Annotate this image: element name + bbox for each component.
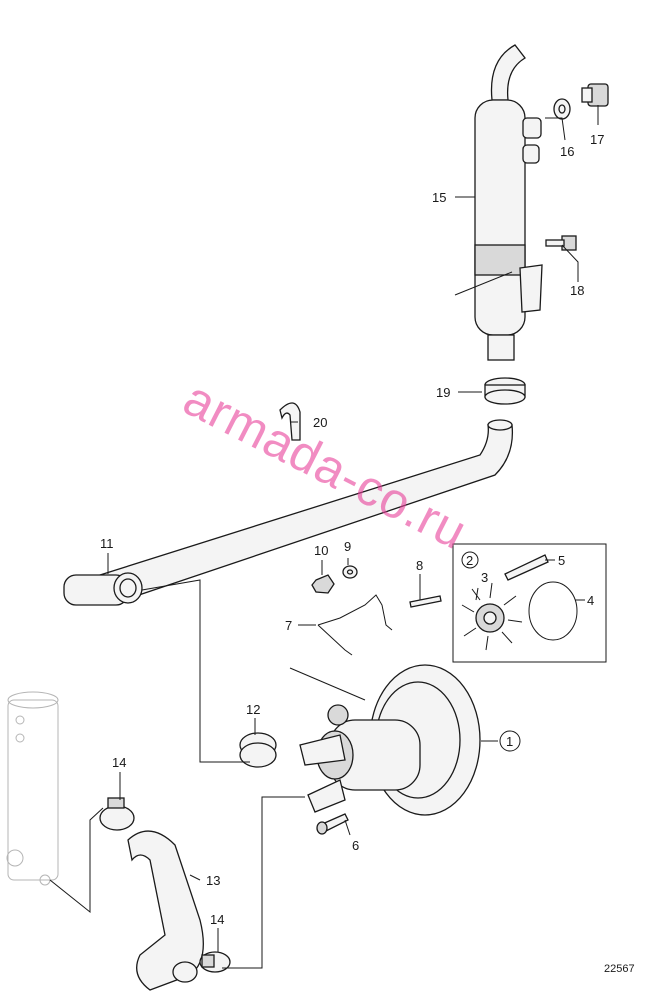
hose-clamp-12 <box>239 732 277 768</box>
impeller-kit-inset <box>452 543 607 663</box>
callout-3: 3 <box>481 570 488 585</box>
callout-19: 19 <box>436 385 450 400</box>
callout-14-upper: 14 <box>112 755 126 770</box>
leader-lines <box>49 105 599 969</box>
callout-14-lower: 14 <box>210 912 224 927</box>
hose-clamp-19 <box>484 377 526 405</box>
callout-7: 7 <box>285 618 292 633</box>
callout-15: 15 <box>432 190 446 205</box>
pipe-7 <box>317 594 393 656</box>
hose-clamp-14-lower <box>199 951 231 973</box>
callout-13: 13 <box>206 873 220 888</box>
callout-4: 4 <box>587 593 594 608</box>
impeller-3 <box>461 582 523 651</box>
heat-exchanger <box>474 44 543 361</box>
stud-8 <box>409 595 442 608</box>
callout-1-circle <box>499 730 521 752</box>
screw-6 <box>316 813 349 835</box>
hex-bolt <box>545 235 577 251</box>
engine-ghost-outline <box>6 691 59 886</box>
callout-16: 16 <box>560 144 574 159</box>
callout-6: 6 <box>352 838 359 853</box>
callout-12: 12 <box>246 702 260 717</box>
plug-screw <box>581 83 609 107</box>
callout-8: 8 <box>416 558 423 573</box>
hose-13 <box>127 830 204 991</box>
callout-11: 11 <box>100 536 114 551</box>
callout-17: 17 <box>590 132 604 147</box>
callout-1: 1 <box>506 734 513 749</box>
callout-20: 20 <box>313 415 327 430</box>
sealing-washer <box>553 98 571 120</box>
callout-2: 2 <box>466 553 473 568</box>
nut-10 <box>311 574 335 594</box>
hose-pipe-11 <box>63 419 514 606</box>
sea-water-pump <box>299 664 481 816</box>
figure-number: 22567 <box>604 963 635 975</box>
callout-9: 9 <box>344 539 351 554</box>
clip-20 <box>279 402 301 441</box>
washer-9 <box>342 565 358 579</box>
hose-clamp-14-upper <box>99 797 135 831</box>
callout-5: 5 <box>558 553 565 568</box>
callout-10: 10 <box>314 543 328 558</box>
callout-18: 18 <box>570 283 584 298</box>
